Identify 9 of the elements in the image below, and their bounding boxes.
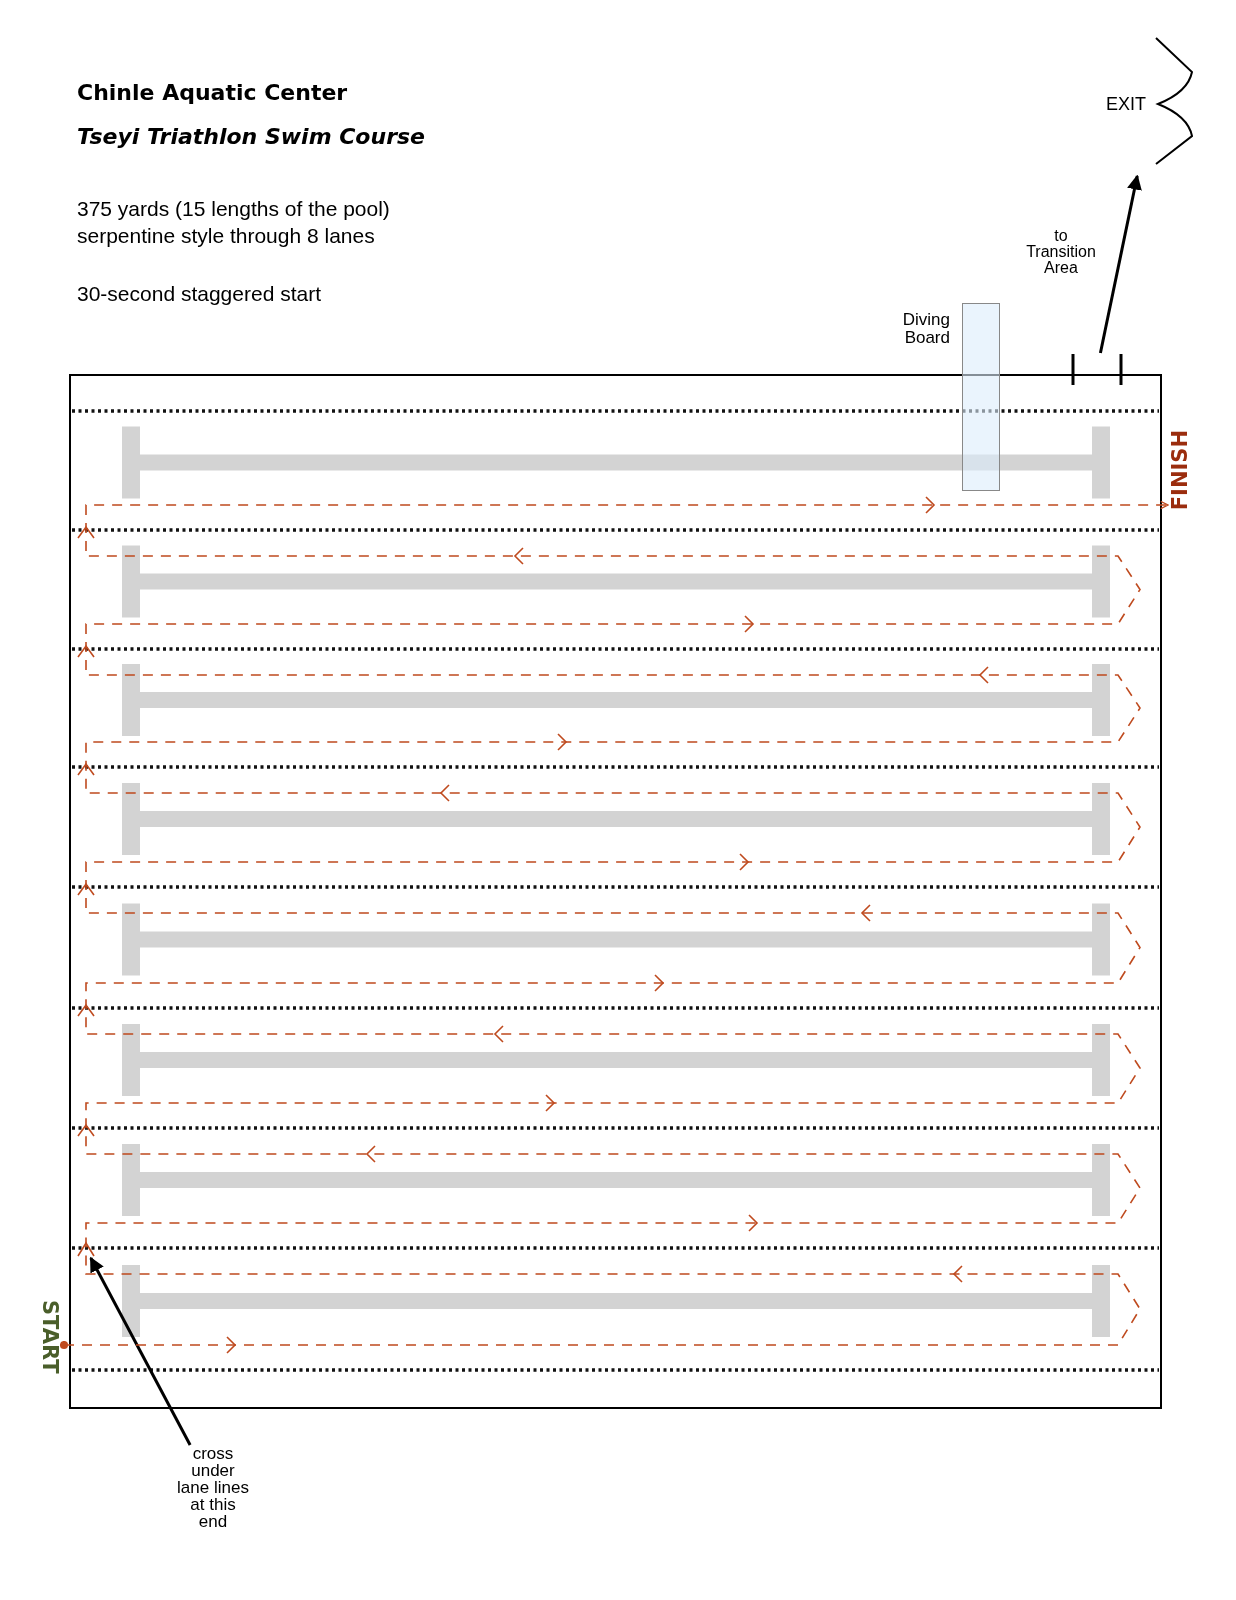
diving-board-label: Diving Board <box>901 311 950 347</box>
leader-note: cross under lane lines at this end <box>176 1445 250 1530</box>
title-text: Chinle Aquatic Center <box>77 80 348 105</box>
finish-label: FINISH <box>1168 430 1192 511</box>
course-description: 375 yards (15 lengths of the pool) serpentine style through 8 lanes <box>77 196 391 249</box>
start-label: START <box>38 1300 62 1374</box>
exit-label: EXIT <box>1106 94 1146 115</box>
start-note: 30-second staggered start <box>77 282 321 306</box>
subtitle-text: Tseyi Triathlon Swim Course <box>77 124 425 149</box>
